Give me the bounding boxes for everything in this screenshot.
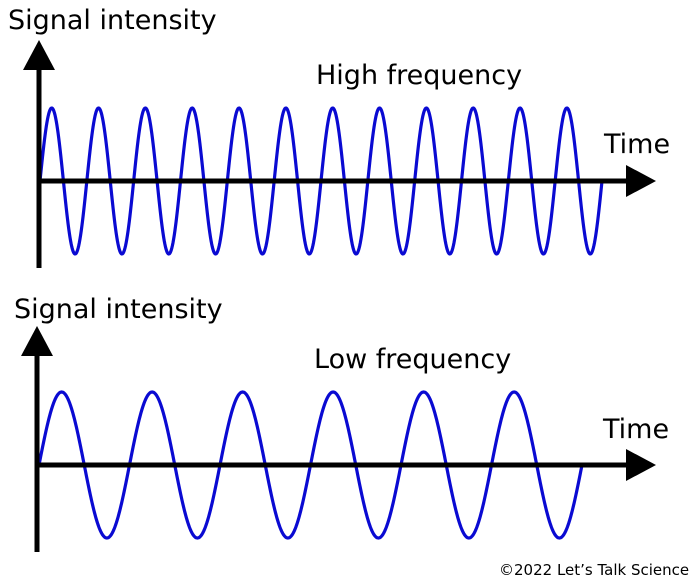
x-axis-label-bottom: Time bbox=[602, 414, 669, 445]
x-axis-arrow-bottom bbox=[626, 449, 656, 481]
y-axis-arrow-top bbox=[23, 40, 55, 70]
x-axis-arrow-top bbox=[626, 165, 656, 197]
panel-low-frequency: Signal intensity Low frequency Time bbox=[14, 294, 669, 552]
y-axis-label-bottom: Signal intensity bbox=[14, 294, 223, 325]
y-axis-arrow-bottom bbox=[21, 326, 53, 356]
caption-high-frequency: High frequency bbox=[316, 60, 522, 91]
caption-low-frequency: Low frequency bbox=[314, 344, 511, 375]
y-axis-label-top: Signal intensity bbox=[8, 5, 217, 36]
x-axis-label-top: Time bbox=[603, 129, 670, 160]
panel-high-frequency: Signal intensity High frequency Time bbox=[8, 5, 670, 268]
copyright-text: ©2022 Let’s Talk Science bbox=[499, 561, 689, 579]
